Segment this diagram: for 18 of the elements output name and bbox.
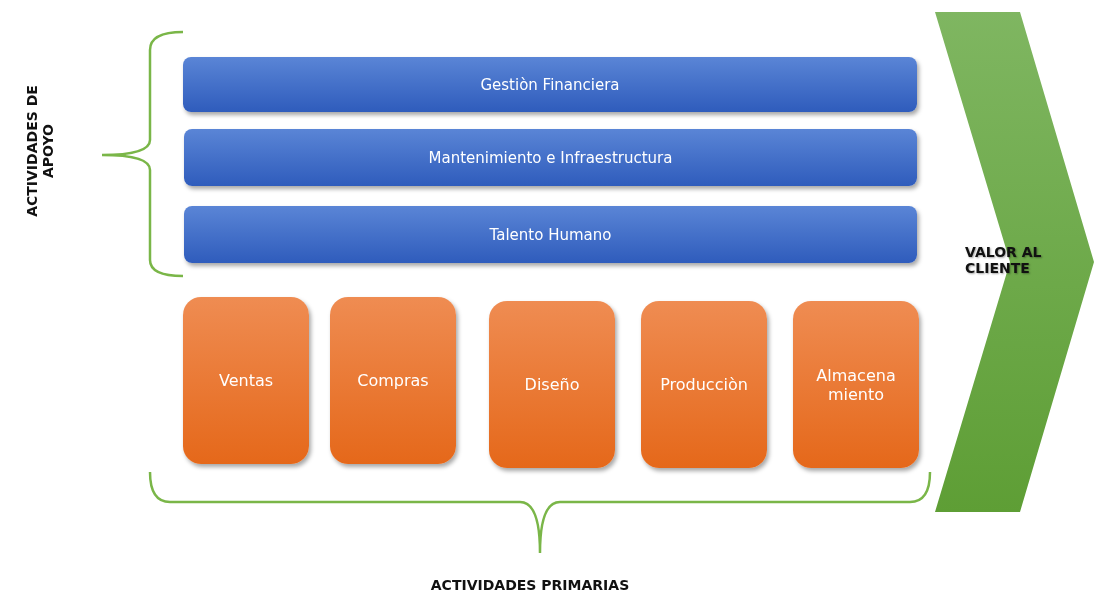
node-label: Compras bbox=[357, 371, 429, 390]
process-card bbox=[641, 301, 767, 468]
process-card bbox=[330, 297, 456, 464]
process-bar bbox=[183, 57, 917, 112]
node-label: Mantenimiento e Infraestructura bbox=[428, 148, 673, 167]
process-card bbox=[793, 301, 919, 468]
node-label: Diseño bbox=[524, 375, 580, 394]
node-label: Almacena miento bbox=[815, 365, 897, 404]
process-card bbox=[183, 297, 309, 464]
section-label: ACTIVIDADES DE APOYO bbox=[24, 84, 56, 219]
section-label: ACTIVIDADES PRIMARIAS bbox=[429, 577, 631, 593]
node-label: Gestiòn Financiera bbox=[480, 75, 620, 94]
process-bar bbox=[184, 206, 917, 263]
node-label: Producciòn bbox=[660, 375, 748, 394]
process-bar bbox=[184, 129, 917, 186]
node-label: Talento Humano bbox=[489, 225, 612, 244]
process-card bbox=[489, 301, 615, 468]
node-label: Ventas bbox=[218, 371, 274, 390]
